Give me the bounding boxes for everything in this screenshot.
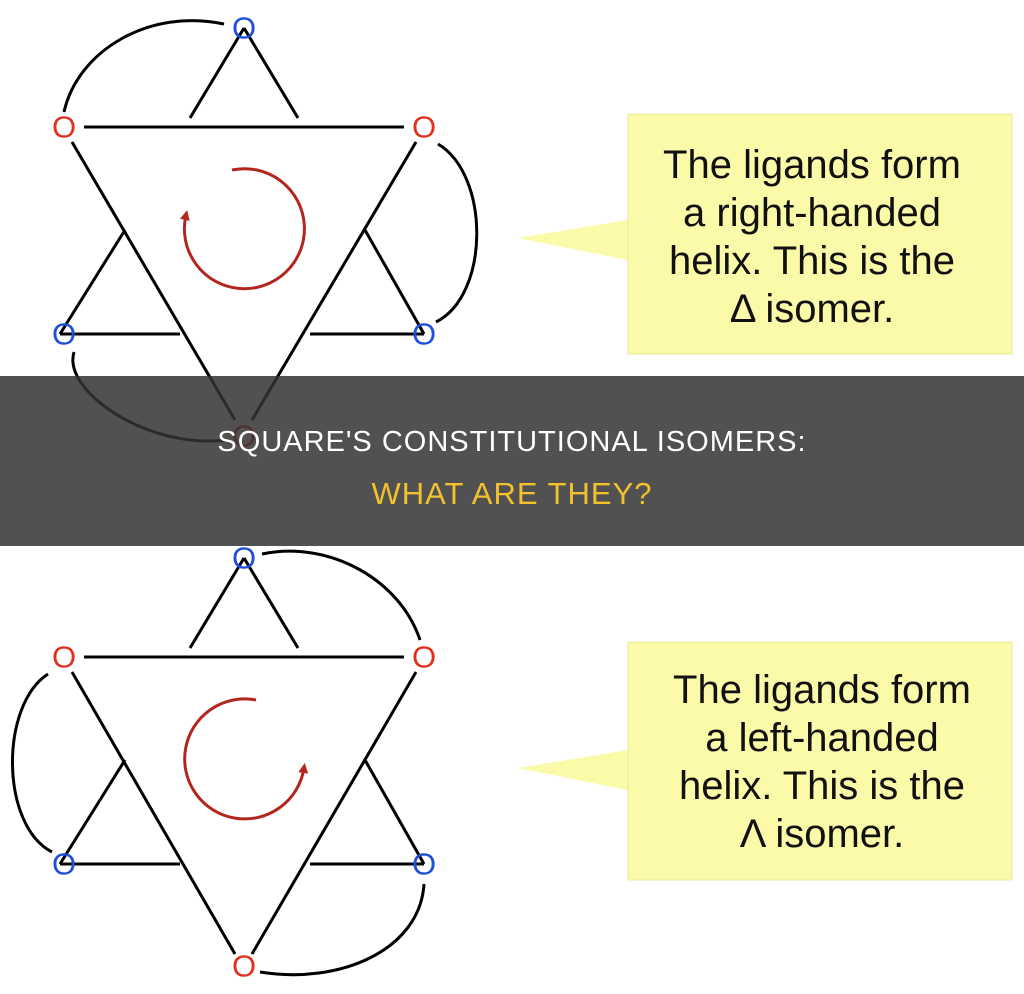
oxygen-atom: O xyxy=(412,847,436,882)
clockwise-arrow-icon xyxy=(179,167,306,291)
bond xyxy=(363,759,426,865)
banner-title: SQUARE'S CONSTITUTIONAL ISOMERS: xyxy=(217,426,807,458)
oxygen-atom: O xyxy=(412,317,436,352)
lambda-isomer-structure: O O O O O O xyxy=(11,541,436,984)
callout-line: Λ isomer. xyxy=(740,812,905,856)
banner-subtitle: WHAT ARE THEY? xyxy=(371,476,653,511)
bond xyxy=(70,671,237,955)
delta-isomer-structure: O O O O O O xyxy=(52,11,479,454)
oxygen-atom: O xyxy=(52,317,76,352)
callout-line: The ligands form xyxy=(663,143,961,187)
callout-line: The ligands form xyxy=(673,668,971,712)
oxygen-atom: O xyxy=(52,640,76,675)
chelate-arc xyxy=(261,549,422,641)
bond xyxy=(242,27,300,119)
title-banner: SQUARE'S CONSTITUTIONAL ISOMERS: WHAT AR… xyxy=(0,376,1024,546)
oxygen-atom: O xyxy=(232,541,256,576)
oxygen-atom: O xyxy=(412,110,436,145)
chelate-arc xyxy=(11,672,53,854)
counterclockwise-arrow-icon xyxy=(183,697,309,821)
callout-line: a right-handed xyxy=(683,191,941,235)
callout-line: helix. This is the xyxy=(669,239,955,283)
chelate-arc xyxy=(259,883,426,977)
oxygen-atom: O xyxy=(232,949,256,984)
callout-line: helix. This is the xyxy=(679,764,965,808)
bond xyxy=(250,671,418,955)
oxygen-atom: O xyxy=(232,11,256,46)
lambda-callout: The ligands form a left-handed helix. Th… xyxy=(518,641,1013,881)
callout-pointer xyxy=(518,220,628,260)
bond xyxy=(58,229,127,335)
bond xyxy=(242,557,300,649)
chelate-arc xyxy=(62,19,225,113)
oxygen-atom: O xyxy=(52,110,76,145)
callout-box xyxy=(627,113,1013,355)
bond xyxy=(188,27,246,119)
bond xyxy=(363,229,426,335)
callout-line: a left-handed xyxy=(705,716,939,760)
bond xyxy=(250,141,418,421)
delta-callout: The ligands form a right-handed helix. T… xyxy=(518,113,1013,355)
callout-box xyxy=(627,641,1013,881)
callout-line: Δ isomer. xyxy=(730,287,895,331)
chelate-arc xyxy=(435,142,479,324)
bond xyxy=(70,141,237,421)
callout-pointer xyxy=(518,750,628,790)
oxygen-atom: O xyxy=(412,640,436,675)
oxygen-atom: O xyxy=(52,847,76,882)
bond xyxy=(58,759,127,865)
bond xyxy=(188,557,246,649)
